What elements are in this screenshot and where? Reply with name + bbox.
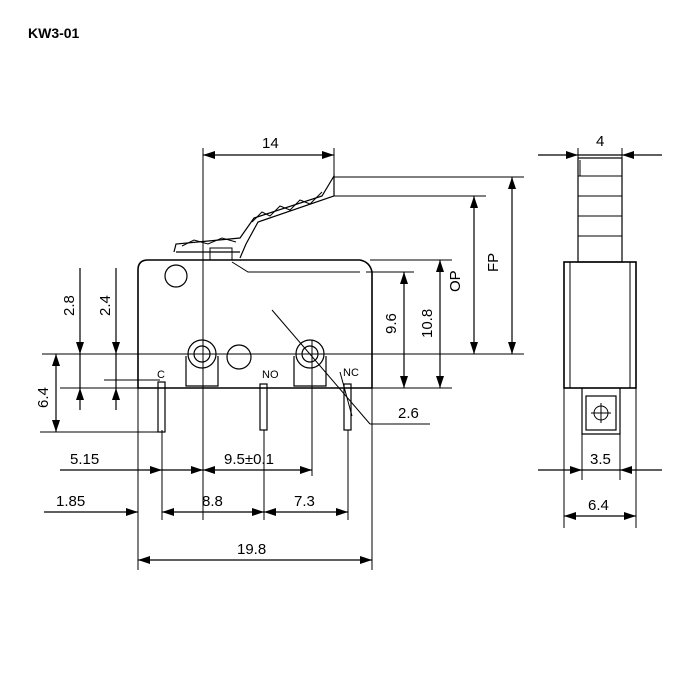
svg-text:FP: FP [485,253,502,272]
svg-text:2.6: 2.6 [398,405,419,422]
dim-9-5: 9.5±0.1 [203,451,312,474]
dim-fp: FP [485,177,516,354]
terminal-no [259,383,268,431]
dim-14: 14 [203,135,334,159]
front-view: C NO NC [40,148,524,570]
pin-label-no: NO [262,369,279,381]
top-hole [164,264,188,288]
actuator-slot [231,261,360,273]
center-hole [226,344,252,370]
dim-7-3: 7.3 [264,493,348,516]
svg-text:2.4: 2.4 [97,295,114,316]
dim-2-4: 2.4 [97,268,160,410]
svg-text:OP: OP [447,270,464,292]
svg-text:10.8: 10.8 [419,309,436,338]
svg-text:6.4: 6.4 [588,497,609,514]
svg-text:1.85: 1.85 [56,493,85,510]
svg-text:5.15: 5.15 [70,451,99,468]
dim-2-6: 2.6 [271,309,430,425]
svg-text:14: 14 [262,135,279,152]
svg-text:2.8: 2.8 [61,295,78,316]
model-title: KW3-01 [28,25,80,41]
svg-text:7.3: 7.3 [294,493,315,510]
svg-text:4: 4 [596,133,604,150]
pin-label-c: C [157,369,165,381]
svg-text:19.8: 19.8 [237,541,266,558]
terminal-cross-icon [591,403,611,423]
svg-text:9.5±0.1: 9.5±0.1 [224,451,274,468]
dim-2-8: 2.8 [61,268,84,410]
dim-1-85: 1.85 [44,493,138,516]
dim-10-8: 10.8 [419,260,444,388]
actuator-lever [173,173,335,261]
dim-19-8: 19.8 [138,541,372,564]
svg-text:9.6: 9.6 [383,313,400,334]
svg-text:3.5: 3.5 [590,451,611,468]
svg-text:6.4: 6.4 [35,387,52,408]
switch-body [137,259,373,389]
dim-3-5: 3.5 [538,451,662,474]
side-view [563,148,637,528]
svg-text:8.8: 8.8 [202,493,223,510]
dim-5-15: 5.15 [60,451,203,474]
dim-op: OP [447,196,478,354]
dim-8-8: 8.8 [162,493,264,516]
pin-label-nc: NC [343,367,359,379]
dim-6-4-left: 6.4 [35,354,60,432]
dim-6-4-right: 6.4 [564,497,636,520]
dim-9-6: 9.6 [383,272,408,388]
terminal-c [157,381,166,433]
dim-4: 4 [538,133,662,159]
